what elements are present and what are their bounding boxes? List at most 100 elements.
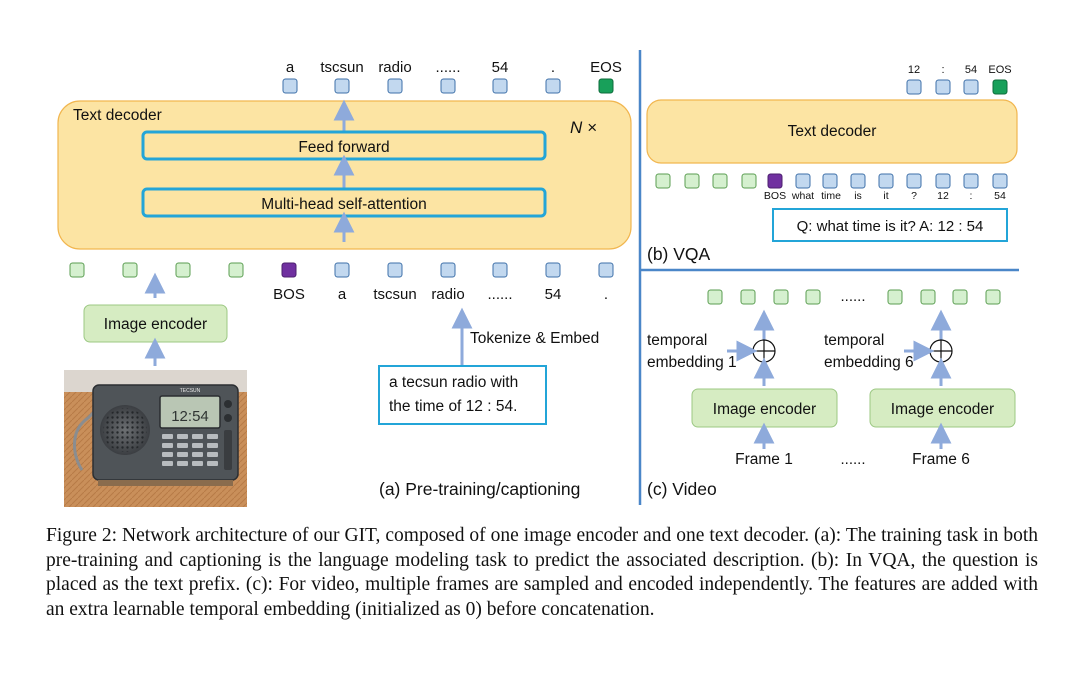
temporal-1-line-2: embedding 1 [647, 354, 737, 371]
vqa-question-box [772, 208, 1008, 242]
text-token [878, 173, 894, 189]
panel-c-label: (c) Video [647, 479, 717, 499]
text-decoder-title: Text decoder [73, 107, 162, 124]
text-token [935, 79, 951, 95]
vqa-question-text: Q: what time is it? A: 12 : 54 [797, 218, 984, 235]
text-token [440, 78, 456, 94]
text-token [822, 173, 838, 189]
text-token [440, 262, 456, 278]
text-token [334, 262, 350, 278]
a-out-token: 54 [492, 59, 509, 76]
radio-photo: TECSUN 12:54 [64, 370, 247, 507]
a-in-token: ...... [487, 286, 512, 303]
image-token [122, 262, 138, 278]
text-token [598, 262, 614, 278]
self-attention-label: Multi-head self-attention [261, 196, 426, 213]
radio-display: 12:54 [171, 408, 209, 425]
a-in-token: radio [431, 286, 464, 303]
text-token [963, 173, 979, 189]
b-text-decoder-label: Text decoder [788, 123, 877, 140]
panel-c: ...... temporal embedding 1 Image encode… [647, 288, 1016, 499]
a-in-token: 54 [545, 286, 562, 303]
temporal-1-line-1: temporal [647, 332, 707, 349]
b-out-token: 12 [908, 64, 920, 76]
image-token [887, 289, 903, 305]
text-token [850, 173, 866, 189]
image-token [228, 262, 244, 278]
panel-b-label: (b) VQA [647, 244, 711, 264]
a-input-tokens [69, 262, 614, 278]
image-token [712, 173, 728, 189]
description-line-2: the time of 12 : 54. [389, 398, 517, 415]
b-in-token: ? [911, 190, 917, 202]
image-token [741, 173, 757, 189]
temporal-6-line-2: embedding 6 [824, 354, 914, 371]
description-box [378, 365, 547, 425]
text-token [387, 262, 403, 278]
text-token [334, 78, 350, 94]
b-in-token: 54 [994, 190, 1006, 202]
b-output-token-labels: 12 : 54 EOS [908, 64, 1012, 76]
text-token [492, 262, 508, 278]
text-token [795, 173, 811, 189]
b-in-token: is [854, 190, 862, 202]
image-token [655, 173, 671, 189]
a-output-token-labels: a tscsun radio ...... 54 . EOS [286, 59, 622, 76]
bos-token [767, 173, 783, 189]
image-token [773, 289, 789, 305]
feed-forward-label: Feed forward [298, 139, 389, 156]
b-out-token: EOS [988, 64, 1011, 76]
text-token [282, 78, 298, 94]
b-out-token: : [941, 64, 944, 76]
bos-token [281, 262, 297, 278]
image-token [740, 289, 756, 305]
b-in-token: : [970, 190, 973, 202]
image-token [175, 262, 191, 278]
image-token [684, 173, 700, 189]
image-encoder-label: Image encoder [104, 316, 207, 333]
a-in-token: a [338, 286, 347, 303]
a-in-token: . [604, 286, 608, 303]
radio-brand: TECSUN [180, 388, 201, 394]
architecture-figure: a tscsun radio ...... 54 . EOS Text deco… [57, 50, 1019, 507]
text-token [935, 173, 951, 189]
text-token [492, 78, 508, 94]
panel-b: 12 : 54 EOS Text decoder [646, 64, 1018, 264]
description-line-1: a tecsun radio with [389, 374, 518, 391]
a-out-token: tscsun [320, 59, 363, 76]
eos-token [598, 78, 614, 94]
b-in-token: what [791, 190, 814, 202]
a-input-token-labels: BOS a tscsun radio ...... 54 . [273, 286, 608, 303]
text-token [545, 78, 561, 94]
a-out-token: radio [378, 59, 411, 76]
temporal-6-line-1: temporal [824, 332, 884, 349]
b-in-token: it [883, 190, 888, 202]
b-text-decoder-block [646, 99, 1018, 164]
figure-caption: Figure 2: Network architecture of our GI… [46, 525, 1038, 620]
n-times-label: N × [570, 118, 597, 137]
b-in-token: BOS [764, 190, 786, 202]
c-top-ellipsis: ...... [840, 288, 865, 305]
text-token [963, 79, 979, 95]
image-token [69, 262, 85, 278]
panel-a-label: (a) Pre-training/captioning [379, 479, 580, 499]
text-token [545, 262, 561, 278]
image-token [707, 289, 723, 305]
image-token [920, 289, 936, 305]
image-token [805, 289, 821, 305]
frame-6-label: Frame 6 [912, 451, 970, 468]
a-out-token: ...... [435, 59, 460, 76]
b-output-tokens [906, 79, 1008, 95]
image-token [985, 289, 1001, 305]
a-output-tokens [282, 78, 614, 94]
b-in-token: time [821, 190, 841, 202]
c-image-encoder-6-label: Image encoder [891, 401, 994, 418]
text-token [906, 173, 922, 189]
tokenize-embed-label: Tokenize & Embed [470, 330, 599, 347]
b-input-tokens [655, 173, 1008, 189]
image-token [952, 289, 968, 305]
text-token [906, 79, 922, 95]
a-out-token: EOS [590, 59, 622, 76]
a-out-token: a [286, 59, 295, 76]
panel-a: a tscsun radio ...... 54 . EOS Text deco… [57, 59, 632, 507]
